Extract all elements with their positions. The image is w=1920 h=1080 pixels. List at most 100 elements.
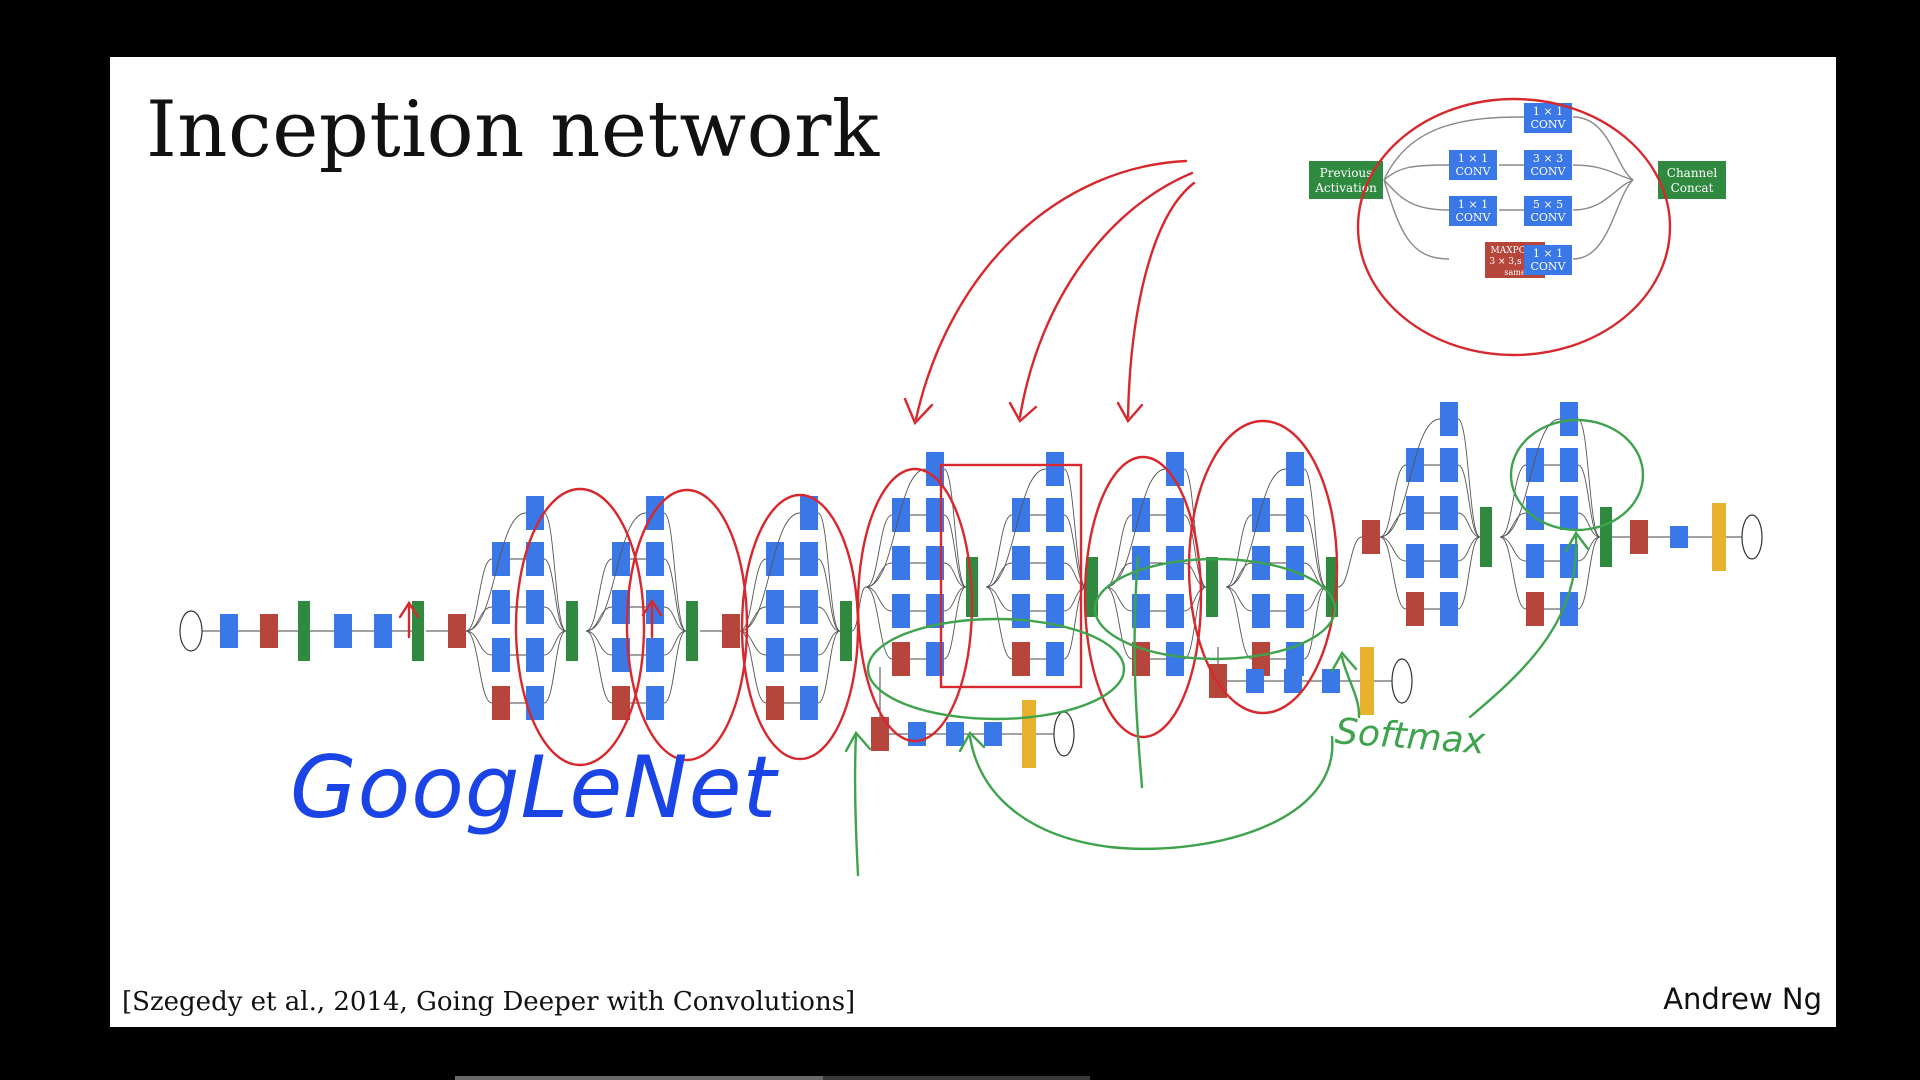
inception-3a-lane-b — [526, 590, 544, 624]
inception-4d-lane-b — [1166, 642, 1184, 676]
pool-arrow-1 — [398, 600, 420, 639]
arrow-to-circle-4 — [914, 159, 1188, 421]
network-edge — [739, 630, 767, 704]
inception-5b-lane-a — [1526, 544, 1544, 578]
network-edge — [465, 558, 493, 632]
branch-2-main-line2: CONV — [1530, 211, 1566, 224]
aux-softmax-circle-2 — [1093, 557, 1337, 661]
video-progress-fill — [455, 1076, 824, 1080]
inception-4c-lane-b — [1046, 642, 1064, 676]
googlenet-annotation: GoogLeNet — [290, 738, 780, 838]
network-edge — [817, 630, 841, 704]
branch-3x3-reduce-node — [1449, 150, 1497, 180]
network-edge — [1225, 514, 1253, 588]
network-edge — [465, 606, 493, 632]
final-softmax-circle — [1509, 418, 1645, 532]
inception-4a-lane-b — [800, 686, 818, 720]
network-edge — [465, 630, 493, 704]
inception-3a-lane-b — [526, 686, 544, 720]
inception-5a-lane-a — [1406, 448, 1424, 482]
inception-4d-lane-b — [1166, 498, 1184, 532]
inception-module: Previous Activation 1 × 1 CONV 1 × 1 CON… — [1309, 103, 1726, 278]
maxpool-node — [722, 614, 740, 648]
inception-3b-lane-a — [612, 686, 630, 720]
inception-5b-concat — [1600, 507, 1612, 567]
network-edge — [817, 512, 841, 632]
inception-4b-lane-a — [892, 642, 910, 676]
network-edge — [865, 586, 893, 660]
inception-5a-lane-b — [1440, 448, 1458, 482]
branch-3-pre-line1: MAXPOOL — [1491, 246, 1540, 256]
aux1-pool-node — [871, 717, 889, 751]
inception-4a-concat — [840, 601, 852, 661]
network-edge — [1063, 468, 1087, 588]
curve-to-aux-2-head — [1330, 650, 1358, 673]
inception-5a-lane-b — [1440, 544, 1458, 578]
network-edge — [663, 558, 687, 632]
softmax-activation-node — [1712, 503, 1726, 571]
branch-1-pre-line1: 1 × 1 — [1458, 152, 1488, 165]
inception-5b-lane-top — [1560, 402, 1578, 436]
inception-4c-lane-a — [1012, 498, 1030, 532]
inception-4e-lane-b — [1286, 642, 1304, 676]
network-edge — [1303, 586, 1327, 660]
network-edge — [739, 606, 767, 632]
inception-4c-lane-b — [1046, 546, 1064, 580]
green-annotations — [844, 418, 1645, 877]
network-edge — [1303, 468, 1327, 588]
inception-4d-lane-top — [1166, 452, 1184, 486]
inception-3a-lane-a — [492, 542, 510, 576]
network-edge — [1303, 586, 1327, 612]
network-edge — [543, 630, 567, 656]
network-edge — [1457, 512, 1481, 538]
inception-highlight-box — [939, 463, 1083, 689]
maxpool-node — [448, 614, 466, 648]
inception-4c-lane-a — [1012, 546, 1030, 580]
inception-3b-lane-top — [646, 496, 664, 530]
inception-3b-concat — [686, 601, 698, 661]
inception-circle-6 — [1083, 455, 1203, 739]
network-edge — [1225, 586, 1253, 612]
network-edge — [1577, 418, 1601, 538]
inception-4e-lane-b — [1286, 498, 1304, 532]
stem-conv-node — [220, 614, 238, 648]
network-edge — [1379, 536, 1407, 562]
googlenet-diagram: Previous Activation 1 × 1 CONV 1 × 1 CON… — [179, 97, 1763, 877]
aux-softmax-circle-1 — [866, 617, 1126, 721]
network-edge — [543, 558, 567, 632]
inception-3b-lane-b — [646, 638, 664, 672]
network-edge — [865, 514, 893, 588]
aux1-fc-node — [946, 722, 964, 746]
inception-5b-lane-b — [1560, 592, 1578, 626]
inception-4e-lane-b — [1286, 546, 1304, 580]
inception-4d-lane-a — [1132, 498, 1150, 532]
inception-4d-lane-b — [1166, 546, 1184, 580]
inception-4a-lane-b — [800, 590, 818, 624]
branch-5x5-reduce-node — [1449, 196, 1497, 226]
arrow-to-box — [1018, 171, 1194, 419]
slide: Inception network Previou — [110, 57, 1836, 1027]
inception-4d-concat — [1206, 557, 1218, 617]
inception-5b-lane-a — [1526, 592, 1544, 626]
video-progress-bar[interactable] — [455, 1076, 1090, 1080]
inception-3a-concat — [566, 601, 578, 661]
curve-to-aux-1-head — [958, 731, 986, 753]
channel-concat-node — [1658, 161, 1726, 199]
network-edge — [1577, 512, 1601, 538]
network-edge — [1457, 536, 1481, 562]
network-edge — [817, 630, 841, 656]
inception-4e-lane-a — [1252, 498, 1270, 532]
network-edge — [663, 630, 687, 704]
citation: [Szegedy et al., 2014, Going Deeper with… — [122, 987, 856, 1017]
inception-5b-lane-a — [1526, 448, 1544, 482]
inception-5a-concat — [1480, 507, 1492, 567]
branch-3-pre-line2: 3 × 3,s = 1 — [1489, 257, 1540, 267]
slide-title: Inception network — [146, 85, 880, 175]
inception-4d-lane-a — [1132, 546, 1150, 580]
inception-4b-lane-a — [892, 546, 910, 580]
network-edge — [817, 558, 841, 632]
previous-activation-line1: Previous — [1320, 166, 1373, 180]
inception-3a-lane-b — [526, 638, 544, 672]
softmax-annotation: Softmax — [1334, 711, 1487, 762]
network-edge — [985, 586, 1013, 612]
